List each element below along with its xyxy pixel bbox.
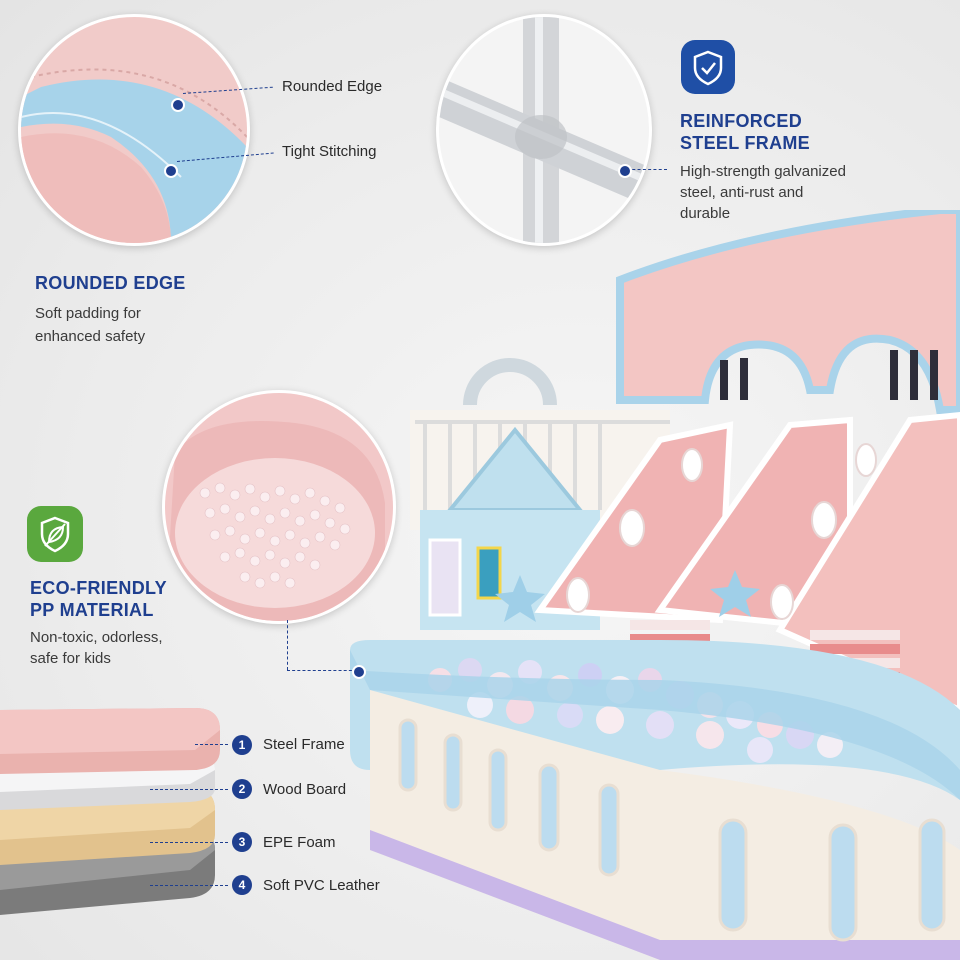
steel-frame-title-1: REINFORCED — [680, 111, 803, 131]
rounded-edge-marker — [171, 98, 185, 112]
steel-frame-title-2: STEEL FRAME — [680, 133, 810, 153]
steel-frame-desc-3: durable — [680, 205, 731, 222]
callout-line — [150, 842, 228, 843]
layer-number-3: 3 — [232, 832, 252, 852]
layer-label-epe-foam: EPE Foam — [263, 834, 336, 851]
callout-line — [195, 744, 228, 745]
steel-frame-desc-2: steel, anti-rust and — [680, 184, 804, 201]
wall-windows — [398, 718, 946, 942]
rainbow-arch — [463, 358, 557, 406]
front-rim — [350, 650, 960, 800]
layer-number-2: 2 — [232, 779, 252, 799]
playground-illustration — [350, 210, 960, 960]
layer-number-4: 4 — [232, 875, 252, 895]
layer-label-wood-board: Wood Board — [263, 781, 347, 798]
rounded-edge-desc-1: Soft padding for — [35, 305, 141, 322]
layer-label-steel-frame: Steel Frame — [263, 736, 345, 753]
callout-line — [150, 789, 228, 790]
rounded-edge-desc-2: enhanced safety — [35, 328, 146, 345]
rounded-edge-title: ROUNDED EDGE — [35, 273, 186, 293]
steel-frame-marker — [618, 164, 632, 178]
callout-line — [627, 169, 667, 170]
activity-panel — [476, 546, 502, 600]
eco-title-2: PP MATERIAL — [30, 600, 154, 620]
eco-title-1: ECO-FRIENDLY — [30, 578, 167, 598]
callout-rounded-edge: Rounded Edge — [282, 78, 383, 95]
layer-stack — [0, 708, 220, 915]
callout-line — [150, 885, 228, 886]
steel-frame-closeup — [436, 14, 652, 246]
pp-material-marker — [352, 665, 366, 679]
layer-number-1: 1 — [232, 735, 252, 755]
callout-line — [287, 670, 357, 671]
eco-desc-2: safe for kids — [30, 650, 111, 667]
leaf-shield-icon — [27, 506, 83, 562]
base-strip — [370, 830, 960, 960]
callout-line — [287, 620, 288, 670]
house-window — [428, 538, 462, 617]
steel-frame-desc-1: High-strength galvanized — [680, 163, 846, 180]
star-decoration — [710, 570, 760, 617]
layer-label-soft-pvc-leather: Soft PVC Leather — [263, 877, 380, 894]
eco-desc-1: Non-toxic, odorless, — [30, 629, 163, 646]
callout-tight-stitching: Tight Stitching — [282, 143, 377, 160]
rounded-edge-closeup — [18, 14, 250, 246]
stitching-marker — [164, 164, 178, 178]
slide-canopy — [616, 210, 960, 414]
canopy-stripes — [720, 350, 938, 400]
shield-check-icon — [681, 40, 735, 94]
pp-material-closeup — [162, 390, 396, 624]
star-decoration — [495, 575, 545, 622]
